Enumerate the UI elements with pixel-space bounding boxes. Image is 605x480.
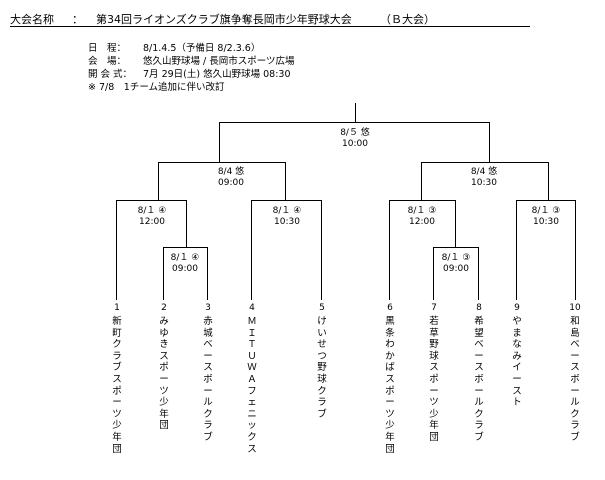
r1-left-drop-a — [163, 247, 164, 300]
team-7-number: 7 — [431, 303, 437, 313]
qf3-bar — [389, 200, 456, 201]
semi-left-drop-b — [285, 162, 286, 200]
team-2-number: 2 — [161, 303, 167, 313]
competition-title: 第34回ライオンズクラブ旗争奪長岡市少年野球大会 — [96, 13, 352, 26]
team-6-name: 黒条わかばスポーツ少年団 — [385, 316, 395, 455]
venue-label: 会 場： — [88, 56, 127, 67]
match-qf1: 8/１ ④ 12:00 — [115, 206, 189, 228]
team-8-name: 希望ベースボールクラブ — [474, 316, 484, 443]
qf2-bar — [251, 200, 322, 201]
match-r1-left-date: 8/１ ④ — [170, 253, 200, 263]
semi-right-drop-a — [421, 162, 422, 200]
final-right-drop — [489, 122, 490, 162]
qf3-right-drop — [455, 200, 456, 247]
team-1-number: 1 — [114, 303, 120, 313]
team-5: 5 けいせつ野球クラブ — [315, 303, 329, 420]
team-6: 6 黒条わかばスポーツ少年団 — [383, 303, 397, 455]
match-final-time: 10:00 — [342, 139, 368, 149]
header-underline — [10, 26, 530, 27]
team-3-name: 赤城ベースボールクラブ — [203, 316, 213, 443]
match-semi-right-time: 10:30 — [471, 178, 497, 188]
final-left-drop — [219, 122, 220, 162]
qf1-right-drop — [186, 200, 187, 247]
match-r1-right-date: 8/１ ③ — [441, 253, 471, 263]
qf2-right-drop — [321, 200, 322, 300]
opening-value: 7月 29日(土) 悠久山野球場 08:30 — [143, 69, 291, 80]
qf4-bar — [516, 200, 576, 201]
team-7: 7 若草野球スポーツ少年団 — [427, 303, 441, 444]
team-2: 2 みゆきスポーツ少年団 — [157, 303, 171, 432]
match-r1-right: 8/１ ③ 09:00 — [423, 253, 489, 275]
match-qf4: 8/１ ③ 10:30 — [509, 206, 583, 228]
match-final-date: 8/５ 悠 — [340, 128, 370, 138]
division-label: （Ｂ大会） — [380, 13, 435, 26]
match-qf2-time: 10:30 — [274, 217, 300, 227]
semi-right-drop-b — [548, 162, 549, 200]
semi-right-bar — [421, 162, 549, 163]
venue-value: 悠久山野球場 / 長岡市スポーツ広場 — [143, 56, 295, 67]
team-8-number: 8 — [476, 303, 482, 313]
match-qf3-time: 12:00 — [409, 217, 435, 227]
r1-left-drop-b — [207, 247, 208, 300]
team-1-name: 新町クラブスポーツ少年団 — [112, 316, 122, 455]
team-5-name: けいせつ野球クラブ — [317, 316, 327, 420]
competition-label: 大会名称 — [10, 13, 54, 26]
qf4-right-drop — [575, 200, 576, 300]
match-qf4-date: 8/１ ③ — [531, 206, 561, 216]
qf1-left-drop — [116, 200, 117, 300]
qf2-left-drop — [251, 200, 252, 300]
schedule-value: 8/1.4.5（予備日 8/2.3.6） — [143, 43, 261, 54]
r1-left-bar — [163, 247, 208, 248]
team-6-number: 6 — [387, 303, 393, 313]
team-10-number: 10 — [569, 303, 581, 313]
qf3-left-drop — [389, 200, 390, 300]
match-qf4-time: 10:30 — [533, 217, 559, 227]
r1-right-drop-a — [433, 247, 434, 300]
final-bar — [219, 122, 490, 123]
qf1-bar — [116, 200, 187, 201]
match-qf2: 8/１ ④ 10:30 — [250, 206, 324, 228]
match-semi-left-date: 8/4 悠 — [217, 167, 245, 177]
match-semi-right-date: 8/4 悠 — [470, 167, 498, 177]
team-5-number: 5 — [319, 303, 325, 313]
semi-left-bar — [158, 162, 286, 163]
r1-right-bar — [433, 247, 479, 248]
semi-left-drop-a — [158, 162, 159, 200]
final-stem — [355, 103, 356, 122]
team-7-name: 若草野球スポーツ少年団 — [429, 316, 439, 443]
match-r1-right-time: 09:00 — [443, 264, 469, 274]
match-qf1-date: 8/１ ④ — [137, 206, 167, 216]
match-r1-left-time: 09:00 — [172, 264, 198, 274]
team-1: 1 新町クラブスポーツ少年団 — [110, 303, 124, 455]
team-9-name: やまなみイースト — [512, 316, 522, 409]
match-qf1-time: 12:00 — [139, 217, 165, 227]
r1-right-drop-b — [478, 247, 479, 300]
match-qf3-date: 8/１ ③ — [407, 206, 437, 216]
team-9: 9 やまなみイースト — [510, 303, 524, 409]
qf4-left-drop — [516, 200, 517, 300]
match-r1-left: 8/１ ④ 09:00 — [152, 253, 218, 275]
team-4-number: 4 — [249, 303, 255, 313]
match-final: 8/５ 悠 10:00 — [318, 128, 392, 150]
team-10-name: 和島ベースボールクラブ — [570, 316, 580, 443]
team-3: 3 赤城ベースボールクラブ — [201, 303, 215, 444]
match-qf2-date: 8/１ ④ — [272, 206, 302, 216]
header-colon: ： — [72, 13, 83, 26]
schedule-label: 日 程： — [88, 43, 127, 54]
match-semi-right: 8/4 悠 10:30 — [447, 167, 521, 189]
opening-label: 開 会 式： — [88, 69, 133, 80]
match-semi-left-time: 09:00 — [218, 178, 244, 188]
team-2-name: みゆきスポーツ少年団 — [159, 316, 169, 432]
revision-note: ※ 7/8 1チーム追加に伴い改訂 — [88, 82, 225, 93]
team-3-number: 3 — [205, 303, 211, 313]
team-10: 10 和島ベースボールクラブ — [566, 303, 584, 444]
team-8: 8 希望ベースボールクラブ — [472, 303, 486, 444]
match-qf3: 8/１ ③ 12:00 — [385, 206, 459, 228]
match-semi-left: 8/4 悠 09:00 — [194, 167, 268, 189]
team-9-number: 9 — [514, 303, 520, 313]
